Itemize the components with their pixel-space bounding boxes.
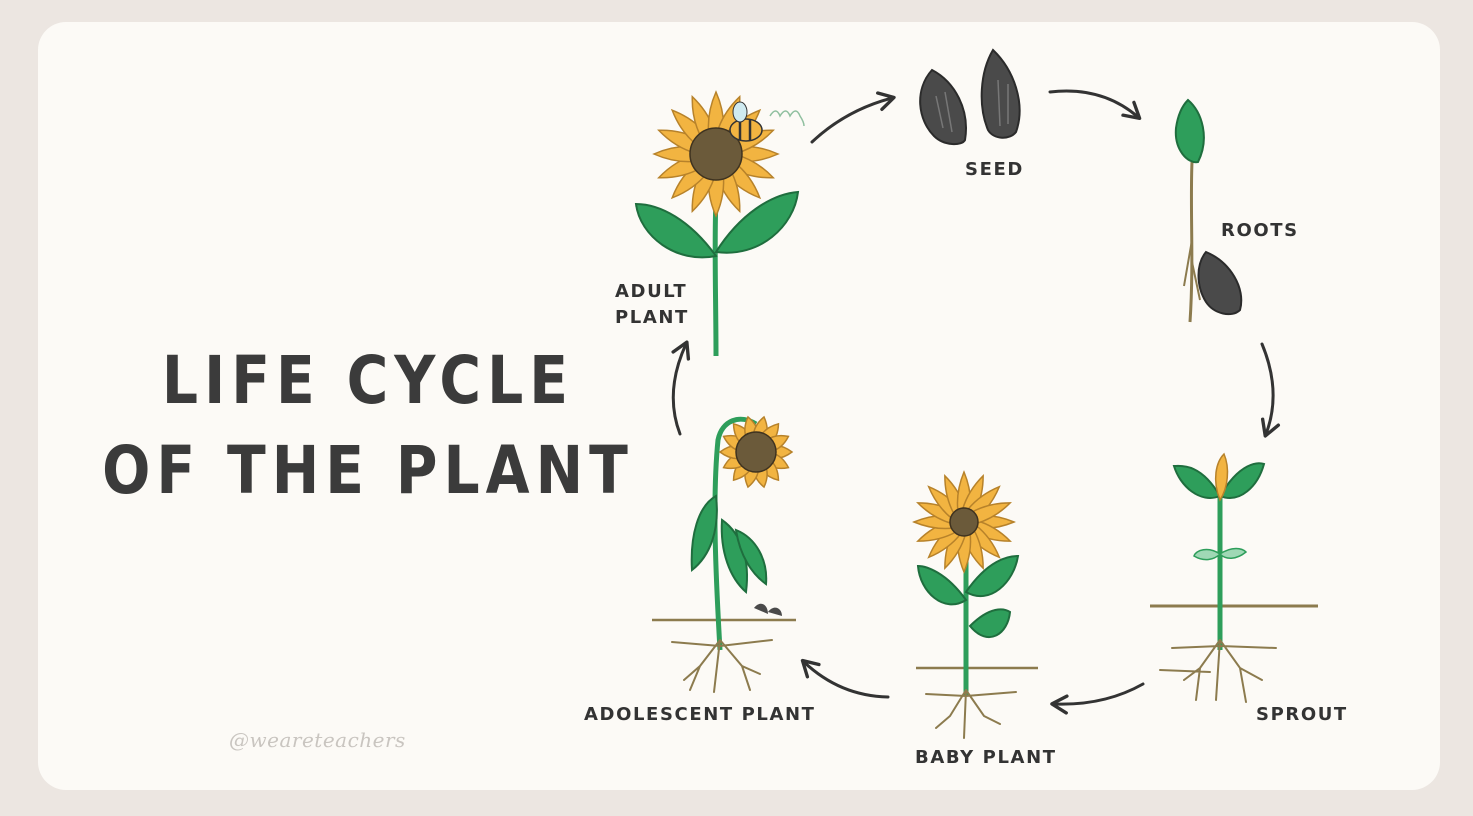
title-line-1: LIFE CYCLE — [161, 342, 575, 419]
watermark: @weareteachers — [229, 728, 406, 752]
label-sprout: SPROUT — [1256, 704, 1348, 725]
arrow-seed-to-roots — [1048, 89, 1142, 121]
arrow-adult-to-seed — [810, 91, 896, 144]
title-line-2: OF THE PLANT — [102, 432, 634, 509]
label-adult-plant-line-1: ADULT — [615, 281, 688, 302]
label-seed: SEED — [965, 159, 1024, 180]
arrow-roots-to-sprout — [1260, 342, 1281, 438]
label-baby-plant: BABY PLANT — [915, 747, 1057, 768]
sprout-illustration — [1150, 452, 1318, 703]
arrow-baby-to-adolescent — [800, 658, 890, 699]
adult-plant-illustration — [634, 90, 805, 357]
seed-illustration — [919, 48, 1021, 146]
arrow-adolescent-to-adult — [671, 340, 691, 436]
arrow-sprout-to-baby — [1050, 682, 1145, 715]
roots-illustration — [1174, 98, 1243, 323]
label-adolescent-plant: ADOLESCENT PLANT — [584, 704, 816, 725]
petal — [969, 502, 1012, 525]
label-roots: ROOTS — [1221, 220, 1299, 241]
bee-icon — [729, 101, 805, 142]
adolescent-plant-illustration — [652, 415, 796, 693]
baby-plant-illustration — [912, 470, 1038, 739]
label-adult-plant-line-2: PLANT — [615, 307, 689, 328]
